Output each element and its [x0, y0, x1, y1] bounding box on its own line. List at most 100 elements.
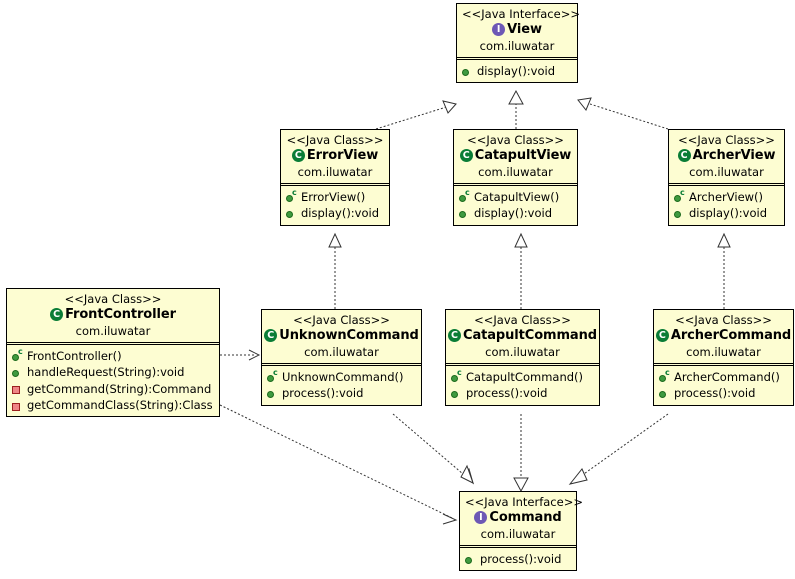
member-row[interactable]: c CatapultView(): [458, 188, 574, 205]
node-name: ErrorView: [306, 148, 379, 164]
uml-node-catapultcommand[interactable]: <<Java Class>> CatapultCommand com.iluwa…: [445, 309, 600, 406]
node-name-row: ArcherView: [674, 148, 779, 164]
node-header: <<Java Class>> UnknownCommand com.iluwat…: [262, 310, 421, 363]
member-row[interactable]: getCommand(String):Command: [11, 381, 216, 397]
edge-catapultcommand-implements-command: [513, 414, 529, 493]
node-header: <<Java Class>> FrontController com.iluwa…: [7, 289, 219, 342]
member-label: handleRequest(String):void: [27, 365, 185, 380]
edge-archercommand-implements-archerview: [717, 232, 731, 309]
node-header: <<Java Class>> ErrorView com.iluwatar: [281, 130, 389, 183]
package-label: com.iluwatar: [686, 344, 761, 359]
member-label: FrontController(): [27, 348, 122, 363]
node-name-row: CatapultCommand: [448, 328, 597, 344]
member-row[interactable]: c ErrorView(): [285, 188, 386, 205]
edge-errorview-implements-view: [375, 100, 457, 130]
member-label: display():void: [689, 206, 768, 221]
stereotype-label: <<Java Class>>: [678, 133, 775, 147]
class-icon: [448, 329, 462, 343]
member-row[interactable]: display():void: [458, 205, 574, 221]
member-row[interactable]: handleRequest(String):void: [11, 364, 216, 380]
interface-icon: [474, 511, 488, 525]
section-divider-2: [460, 546, 576, 548]
package-label: com.iluwatar: [689, 164, 764, 179]
node-name: UnknownCommand: [279, 328, 419, 344]
node-name-row: View: [462, 22, 572, 38]
node-header: <<Java Interface>> Command com.iluwatar: [460, 492, 583, 545]
node-header: <<Java Class>> ArcherCommand com.iluwata…: [654, 310, 793, 363]
private-method-icon: [11, 399, 24, 412]
uml-node-catapultview[interactable]: <<Java Class>> CatapultView com.iluwatar…: [453, 129, 578, 226]
package-label: com.iluwatar: [478, 164, 553, 179]
member-row[interactable]: display():void: [673, 205, 781, 221]
edge-unknowncommand-implements-command: [392, 413, 474, 485]
uml-node-unknowncommand[interactable]: <<Java Class>> UnknownCommand com.iluwat…: [261, 309, 422, 406]
member-row[interactable]: getCommandClass(String):Class: [11, 397, 216, 413]
stereotype-label: <<Java Class>>: [293, 313, 390, 327]
member-row[interactable]: c UnknownCommand(): [266, 368, 418, 385]
node-name-row: FrontController: [12, 307, 214, 323]
constructor-icon: c: [673, 188, 686, 204]
section-divider: [7, 341, 219, 343]
class-icon: [264, 329, 278, 343]
class-icon: [677, 149, 691, 163]
public-method-icon: [658, 387, 671, 400]
node-header: <<Java Class>> CatapultCommand com.iluwa…: [446, 310, 599, 363]
class-icon: [655, 329, 669, 343]
node-name: View: [507, 22, 542, 38]
member-label: CatapultView(): [474, 189, 560, 204]
member-label: process():void: [466, 386, 548, 401]
package-label: com.iluwatar: [480, 526, 556, 541]
edge-unknowncommand-implements-errorview: [328, 232, 342, 309]
edge-frontcontroller-uses-command: [219, 404, 458, 525]
members-compartment: c ArcherCommand() process():void: [654, 366, 793, 405]
edge-frontcontroller-uses-unknowncommand: [220, 349, 261, 361]
constructor-icon: c: [11, 347, 24, 363]
node-name-row: CatapultView: [459, 148, 572, 164]
node-name: FrontController: [65, 307, 176, 323]
member-row[interactable]: display():void: [461, 63, 574, 79]
member-row[interactable]: process():void: [464, 551, 573, 567]
public-method-icon: [11, 366, 24, 379]
public-method-icon: [673, 207, 686, 220]
edge-catapultview-implements-view: [508, 89, 524, 129]
member-label: display():void: [477, 63, 556, 78]
section-divider-2: [457, 58, 577, 60]
member-row[interactable]: process():void: [658, 385, 790, 401]
member-row[interactable]: c CatapultCommand(): [450, 368, 596, 385]
uml-node-command[interactable]: <<Java Interface>> Command com.iluwatar …: [459, 491, 583, 572]
node-name: CatapultCommand: [463, 328, 597, 344]
node-header: <<Java Interface>> View com.iluwatar: [457, 4, 580, 57]
member-row[interactable]: process():void: [450, 385, 596, 401]
uml-node-errorview[interactable]: <<Java Class>> ErrorView com.iluwatar c …: [280, 129, 390, 226]
package-label: com.iluwatar: [75, 323, 151, 338]
member-row[interactable]: c ArcherCommand(): [658, 368, 790, 385]
member-row[interactable]: c ArcherView(): [673, 188, 781, 205]
member-row[interactable]: process():void: [266, 385, 418, 401]
section-divider: [460, 544, 576, 546]
constructor-icon: c: [458, 188, 471, 204]
uml-node-view[interactable]: <<Java Interface>> View com.iluwatar dis…: [456, 3, 580, 84]
node-name: CatapultView: [474, 148, 572, 164]
public-method-icon: [464, 553, 477, 566]
member-label: process():void: [282, 386, 364, 401]
uml-node-frontcontroller[interactable]: <<Java Class>> FrontController com.iluwa…: [6, 288, 220, 418]
stereotype-label: <<Java Class>>: [286, 133, 384, 147]
section-divider: [454, 182, 577, 184]
node-name: ArcherCommand: [670, 328, 792, 344]
member-row[interactable]: c FrontController(): [11, 347, 216, 364]
section-divider-2: [446, 364, 599, 366]
members-compartment: c CatapultView() display():void: [454, 186, 577, 225]
uml-node-archercommand[interactable]: <<Java Class>> ArcherCommand com.iluwata…: [653, 309, 794, 406]
node-name: Command: [489, 510, 562, 526]
constructor-icon: c: [285, 188, 298, 204]
section-divider: [446, 362, 599, 364]
member-row[interactable]: display():void: [285, 205, 386, 221]
stereotype-label: <<Java Interface>>: [465, 495, 583, 509]
members-compartment: c UnknownCommand() process():void: [262, 366, 421, 405]
stereotype-label: <<Java Interface>>: [462, 7, 580, 21]
member-label: ArcherCommand(): [674, 369, 780, 384]
private-method-icon: [11, 382, 24, 395]
uml-node-archerview[interactable]: <<Java Class>> ArcherView com.iluwatar c…: [668, 129, 785, 226]
edge-archerview-implements-view: [577, 97, 669, 130]
member-label: process():void: [674, 386, 756, 401]
